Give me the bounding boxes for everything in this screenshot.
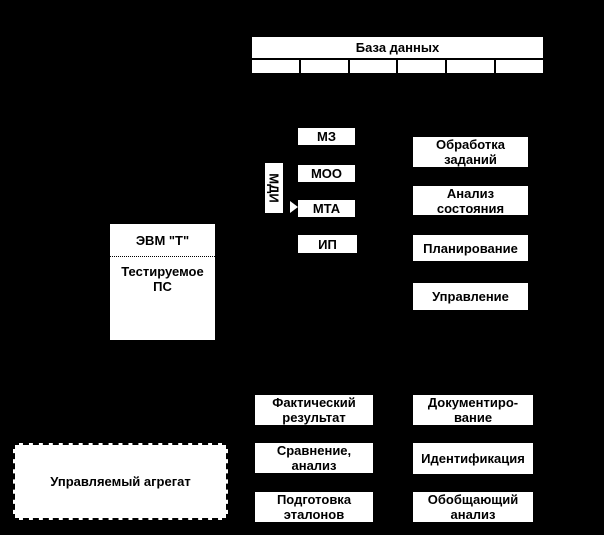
planning-label: Планирование [423,240,518,256]
tested-software-line1: Тестируемое [121,264,204,279]
controlled-aggregate-label: Управляемый агрегат [50,474,191,489]
module-ip-label: ИП [318,236,337,252]
comparison-box: Сравнение, анализ [255,443,373,473]
controlled-aggregate-box: Управляемый агрегат [13,443,228,520]
actual-result-line1: Фактический [272,395,356,410]
actual-result-line2: результат [282,410,346,425]
module-mz-label: МЗ [317,129,336,144]
state-analysis-line1: Анализ [446,185,495,201]
mdi-box: МДИ [265,163,283,213]
control-label: Управление [432,289,509,304]
module-ip-box: ИП [298,235,357,253]
summary-analysis-line1: Обобщающий [427,492,519,507]
documentation-line1: Документиро- [427,395,519,410]
mdi-label: МДИ [266,173,282,203]
db-cell [447,60,495,73]
state-analysis-box: Анализ состояния [413,185,528,216]
tested-software-line2: ПС [153,279,172,294]
db-cell [398,60,446,73]
identification-box: Идентификация [413,443,533,474]
module-mta-label: МТА [312,201,341,216]
processing-box: Обработка заданий [413,137,528,167]
mta-arrowhead-icon [290,201,298,213]
db-cell [349,60,397,73]
etalon-preparation-line2: эталонов [283,507,345,522]
comparison-line2: анализ [291,458,337,473]
summary-analysis-box: Обобщающий анализ [413,492,533,522]
computer-title: ЭВМ "Т" [110,224,215,257]
database-title: База данных [355,40,440,55]
db-cell [300,60,348,73]
module-moo-label: МОО [310,166,343,181]
summary-analysis-line2: анализ [450,507,496,522]
documentation-line2: вание [453,410,493,425]
control-box: Управление [413,283,528,310]
db-cell [252,60,299,73]
module-mz-box: МЗ [298,128,355,145]
comparison-line1: Сравнение, [276,443,352,458]
etalon-preparation-box: Подготовка эталонов [255,492,373,522]
processing-line1: Обработка [435,137,506,152]
state-analysis-line2: состояния [436,200,505,216]
documentation-box: Документиро- вание [413,395,533,425]
actual-result-box: Фактический результат [255,395,373,425]
identification-label: Идентификация [421,451,525,466]
processing-line2: заданий [444,152,497,167]
computer-box: ЭВМ "Т" Тестируемое ПС [110,224,215,340]
database-cells-row [252,60,543,73]
module-mta-box: МТА [298,200,355,217]
planning-box: Планирование [413,235,528,261]
module-moo-box: МОО [298,165,355,182]
etalon-preparation-line1: Подготовка [276,492,352,507]
tested-software-label: Тестируемое ПС [121,257,203,294]
database-box: База данных [252,37,543,58]
db-cell [496,60,543,73]
